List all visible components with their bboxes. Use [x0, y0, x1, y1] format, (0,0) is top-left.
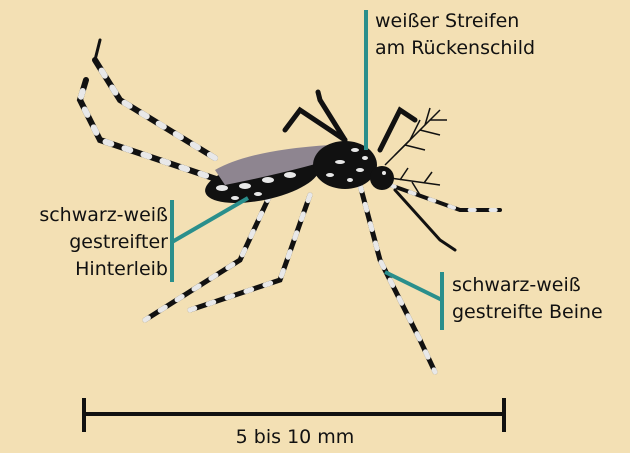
label-legs-line-2: gestreifte Beine — [452, 299, 603, 326]
label-legs: schwarz-weiß gestreifte Beine — [452, 272, 603, 326]
label-legs-line-1: schwarz-weiß — [452, 272, 603, 299]
label-thorax-line-2: am Rückenschild — [375, 35, 535, 62]
label-thorax-line-1: weißer Streifen — [375, 8, 535, 35]
label-abdomen-line-2: gestreifter — [8, 229, 168, 256]
label-abdomen: schwarz-weiß gestreifter Hinterleib — [8, 202, 168, 283]
label-thorax-stripe: weißer Streifen am Rückenschild — [375, 8, 535, 62]
scale-label: 5 bis 10 mm — [205, 424, 385, 451]
label-abdomen-line-3: Hinterleib — [8, 256, 168, 283]
hind-leg-upper — [80, 40, 225, 182]
proboscis — [390, 185, 500, 250]
head — [370, 166, 394, 190]
label-abdomen-line-1: schwarz-weiß — [8, 202, 168, 229]
